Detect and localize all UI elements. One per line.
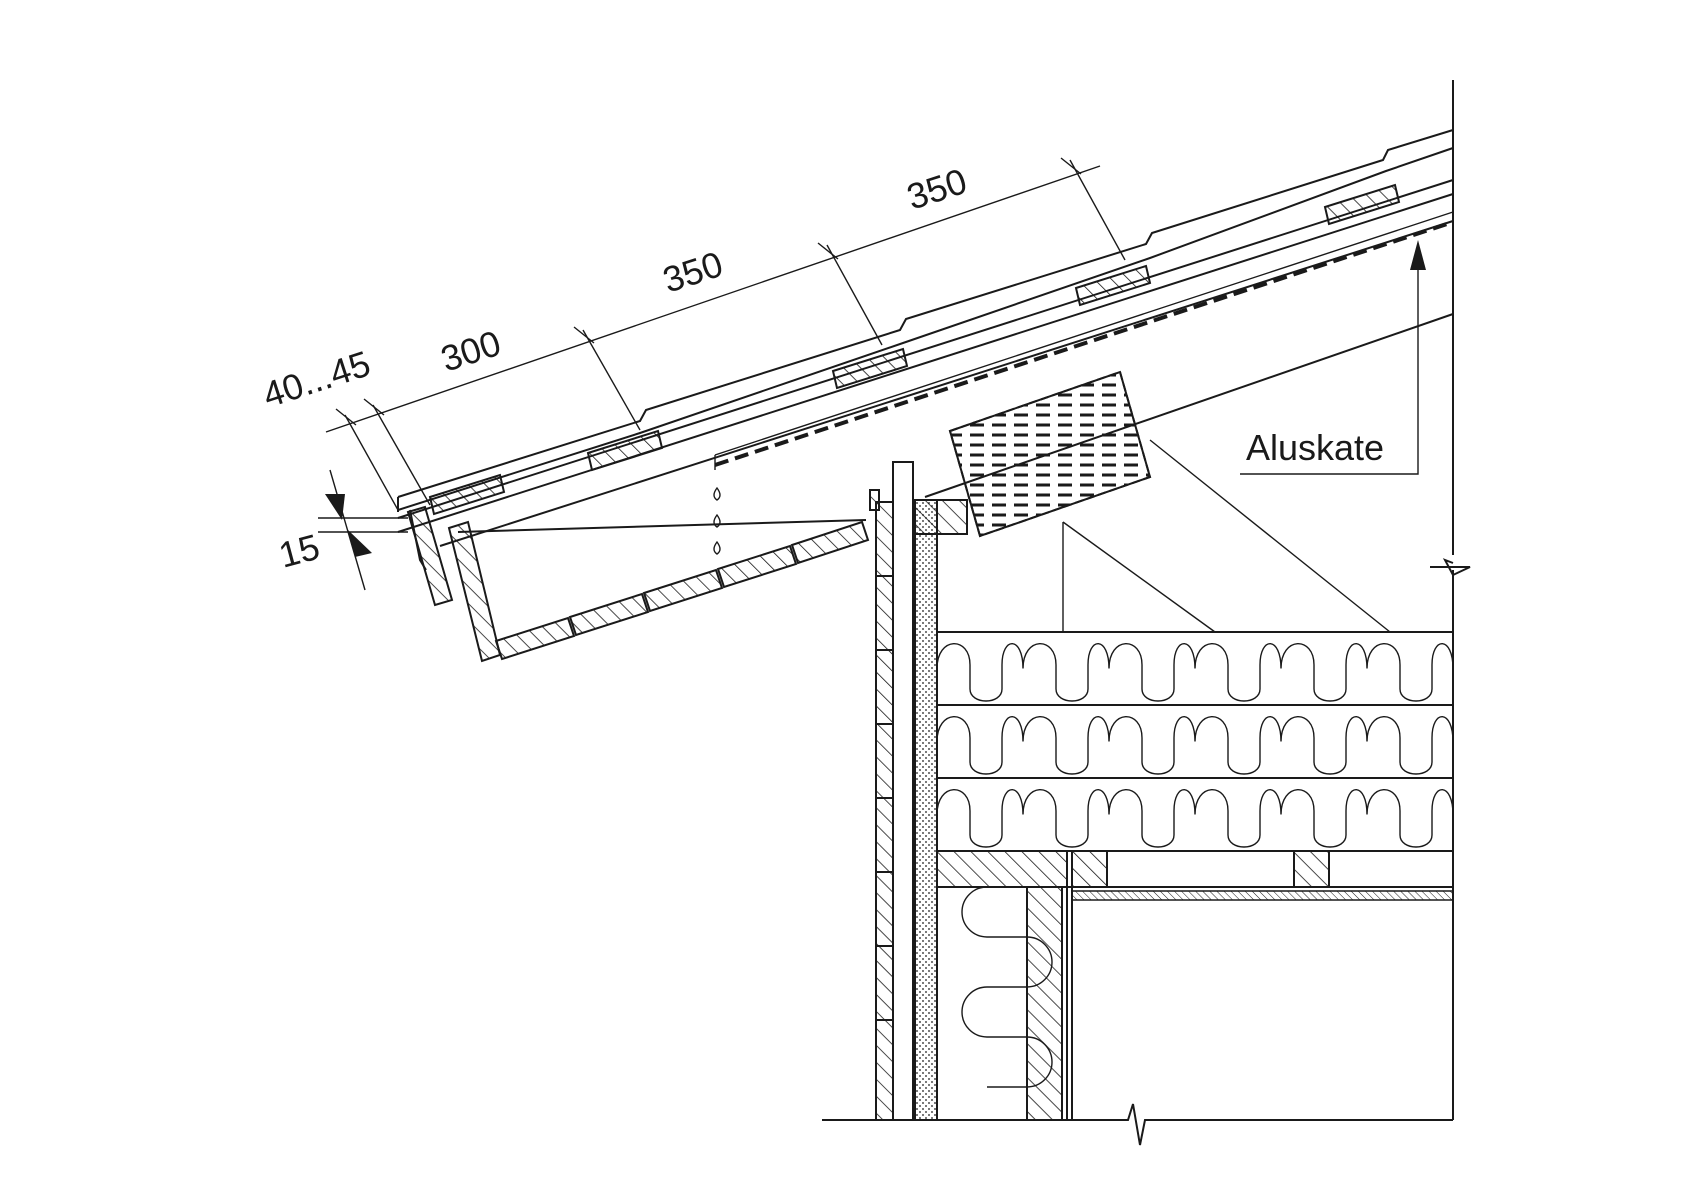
underlay-label-group: Aluskate	[1240, 240, 1426, 475]
underlay-membrane	[714, 211, 1454, 470]
arrow-down-icon	[325, 494, 345, 520]
arrow-up-icon	[348, 530, 372, 557]
insulation-wave	[936, 788, 1454, 848]
dimension-spacing-350-a: 350	[658, 243, 728, 301]
ceiling-insulation	[936, 631, 1454, 852]
soffit-boards	[457, 519, 870, 661]
insulation-wave-row	[936, 642, 1454, 702]
insulation-wave	[936, 715, 1454, 775]
dimension-top-offset: 40...45	[258, 343, 375, 416]
water-drops-icon	[713, 486, 721, 555]
bottom-break-line	[822, 1103, 1453, 1146]
arrow-up-icon	[1410, 240, 1426, 270]
dimension-spacing-350-b: 350	[902, 160, 972, 218]
eave-fascia	[406, 505, 502, 663]
roof-layers	[397, 179, 1454, 547]
ceiling-battens	[1071, 850, 1454, 901]
dimension-spacing-300: 300	[436, 322, 506, 380]
right-break-line	[1430, 80, 1471, 1120]
insulation-wave-row	[936, 788, 1454, 848]
insulation-leaders	[1062, 439, 1391, 633]
dimension-gap-15: 15	[274, 526, 323, 576]
underlay-label: Aluskate	[1246, 427, 1384, 468]
tile-battens	[428, 183, 1401, 516]
insulation-wave	[936, 642, 1454, 702]
insulation-wave-row	[936, 715, 1454, 775]
insulation-block	[948, 370, 1152, 538]
wall-section	[869, 461, 1073, 1121]
exterior-cladding	[869, 489, 894, 1121]
